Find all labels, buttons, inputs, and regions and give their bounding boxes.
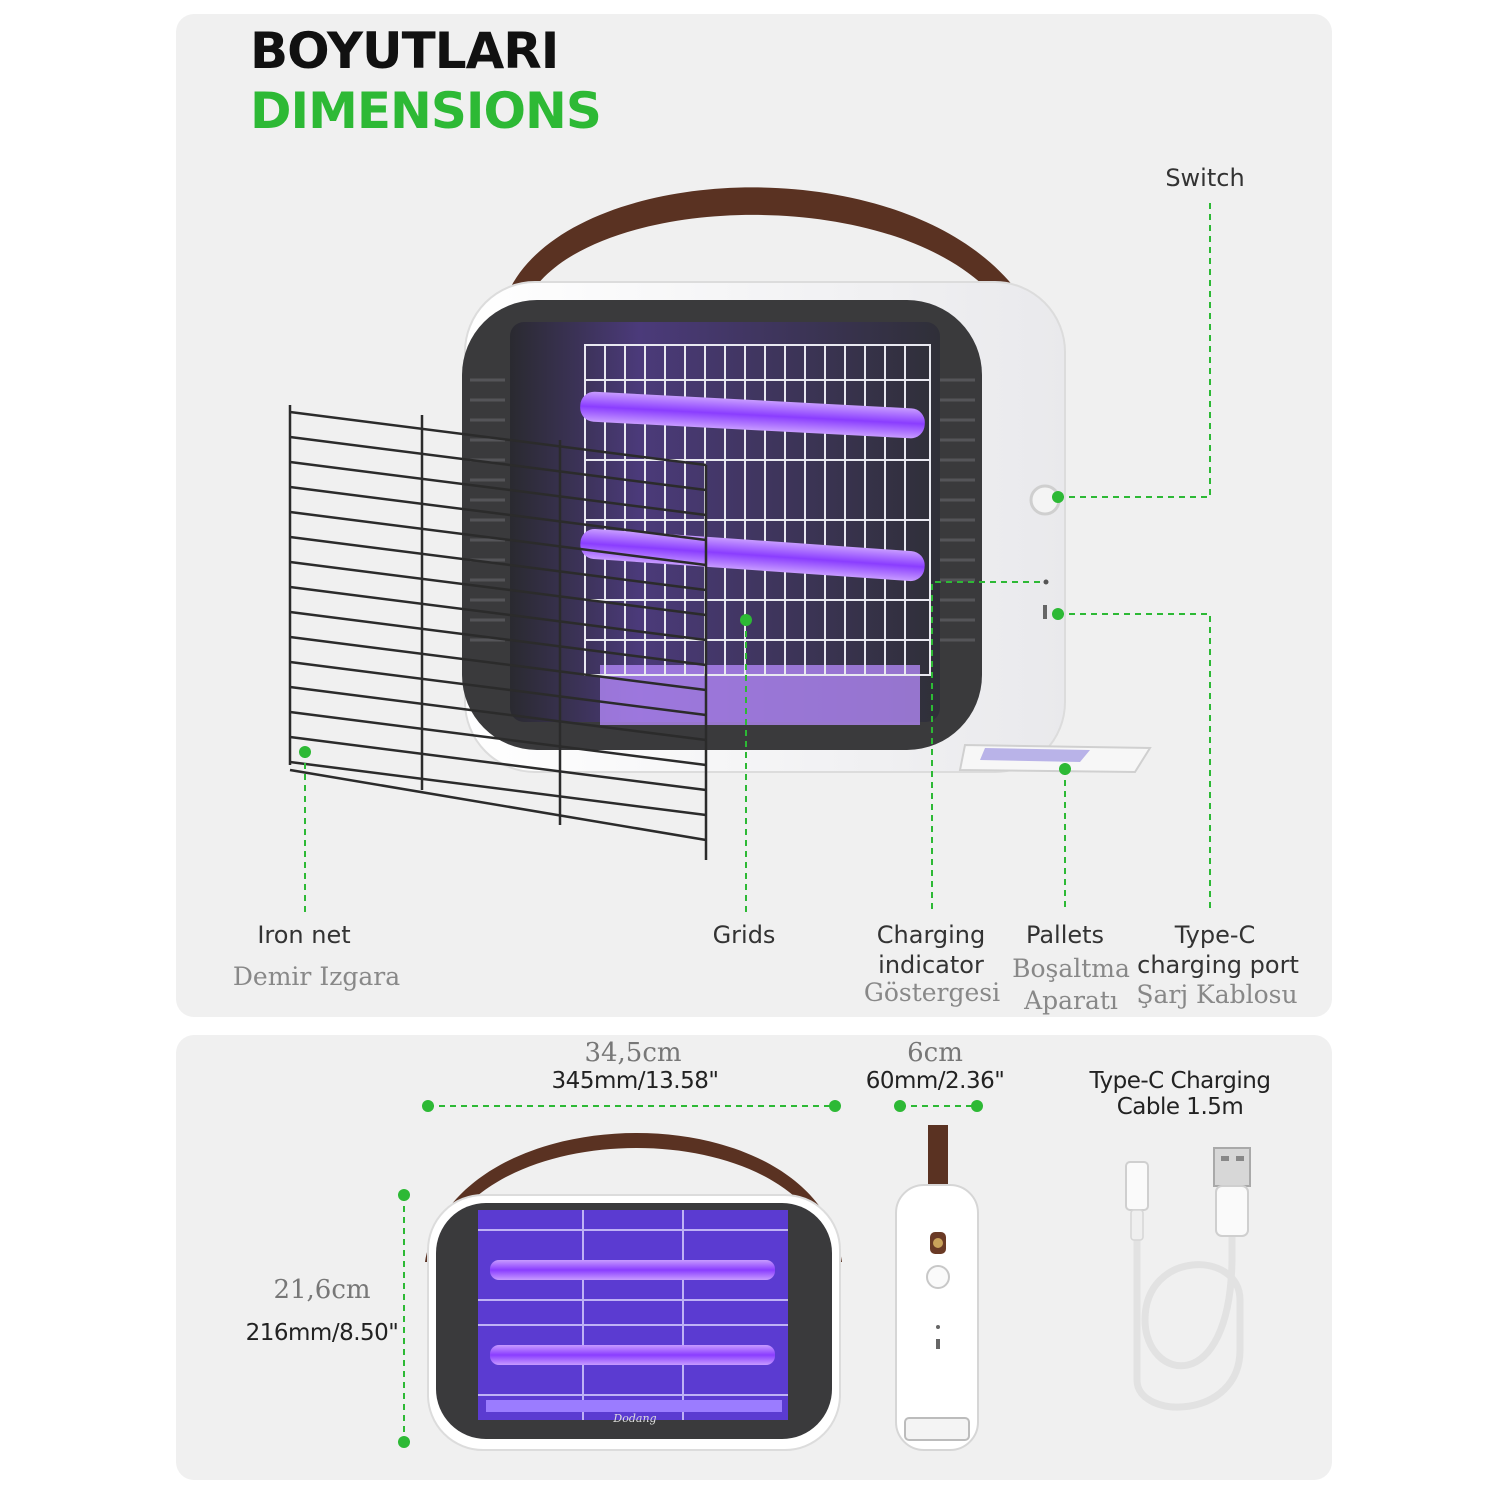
label-iron-net: Iron net — [257, 921, 351, 949]
uv-tube-lower — [580, 528, 925, 582]
cable-label-1: Type-C Charging — [1089, 1068, 1271, 1094]
depth-mm-in: 60mm/2.36" — [865, 1068, 1005, 1094]
label-iron-net-tr: Demir Izgara — [232, 962, 401, 991]
leader-indicator — [931, 581, 1040, 912]
front-view-handle — [425, 1133, 842, 1262]
usb-a-plug — [1213, 1147, 1251, 1187]
width-cm: 34,5cm — [584, 1038, 682, 1068]
label-charging-indicator-tr: Göstergesi — [863, 978, 1001, 1007]
front-uv-tube-upper — [490, 1260, 775, 1280]
usb-c-plug — [1125, 1161, 1149, 1211]
label-switch: Switch — [1165, 164, 1245, 192]
label-type-c-1: Type-C — [1174, 921, 1256, 949]
label-type-c-tr: Şarj Kablosu — [1136, 980, 1298, 1009]
side-view-pallet — [904, 1417, 970, 1441]
label-pallets-tr-2: Aparatı — [1024, 986, 1118, 1015]
usb-cable — [1133, 1235, 1244, 1411]
cable-label-2: Cable 1.5m — [1116, 1094, 1244, 1120]
label-charging-indicator-1: Charging — [876, 921, 986, 949]
uv-tube-upper — [580, 391, 925, 439]
leader-switch — [1058, 200, 1211, 498]
iron-net — [288, 405, 708, 860]
label-pallets-tr-1: Boşaltma — [1012, 954, 1130, 983]
height-cm: 21,6cm — [273, 1275, 371, 1305]
label-grids: Grids — [712, 921, 776, 949]
depth-cm: 6cm — [907, 1038, 963, 1068]
front-uv-tube-lower — [490, 1345, 775, 1365]
side-view-body — [895, 1184, 979, 1451]
heading-tr: BOYUTLARI — [250, 22, 559, 80]
heading-en: DIMENSIONS — [250, 82, 602, 140]
label-pallets: Pallets — [1025, 921, 1105, 949]
height-mm-in: 216mm/8.50" — [245, 1320, 399, 1346]
brand-mark: Dodang — [613, 1412, 657, 1425]
label-charging-indicator-2: indicator — [878, 951, 984, 979]
label-type-c-2: charging port — [1137, 951, 1299, 979]
width-mm-in: 345mm/13.58" — [551, 1068, 719, 1094]
side-view-switch — [926, 1265, 950, 1289]
